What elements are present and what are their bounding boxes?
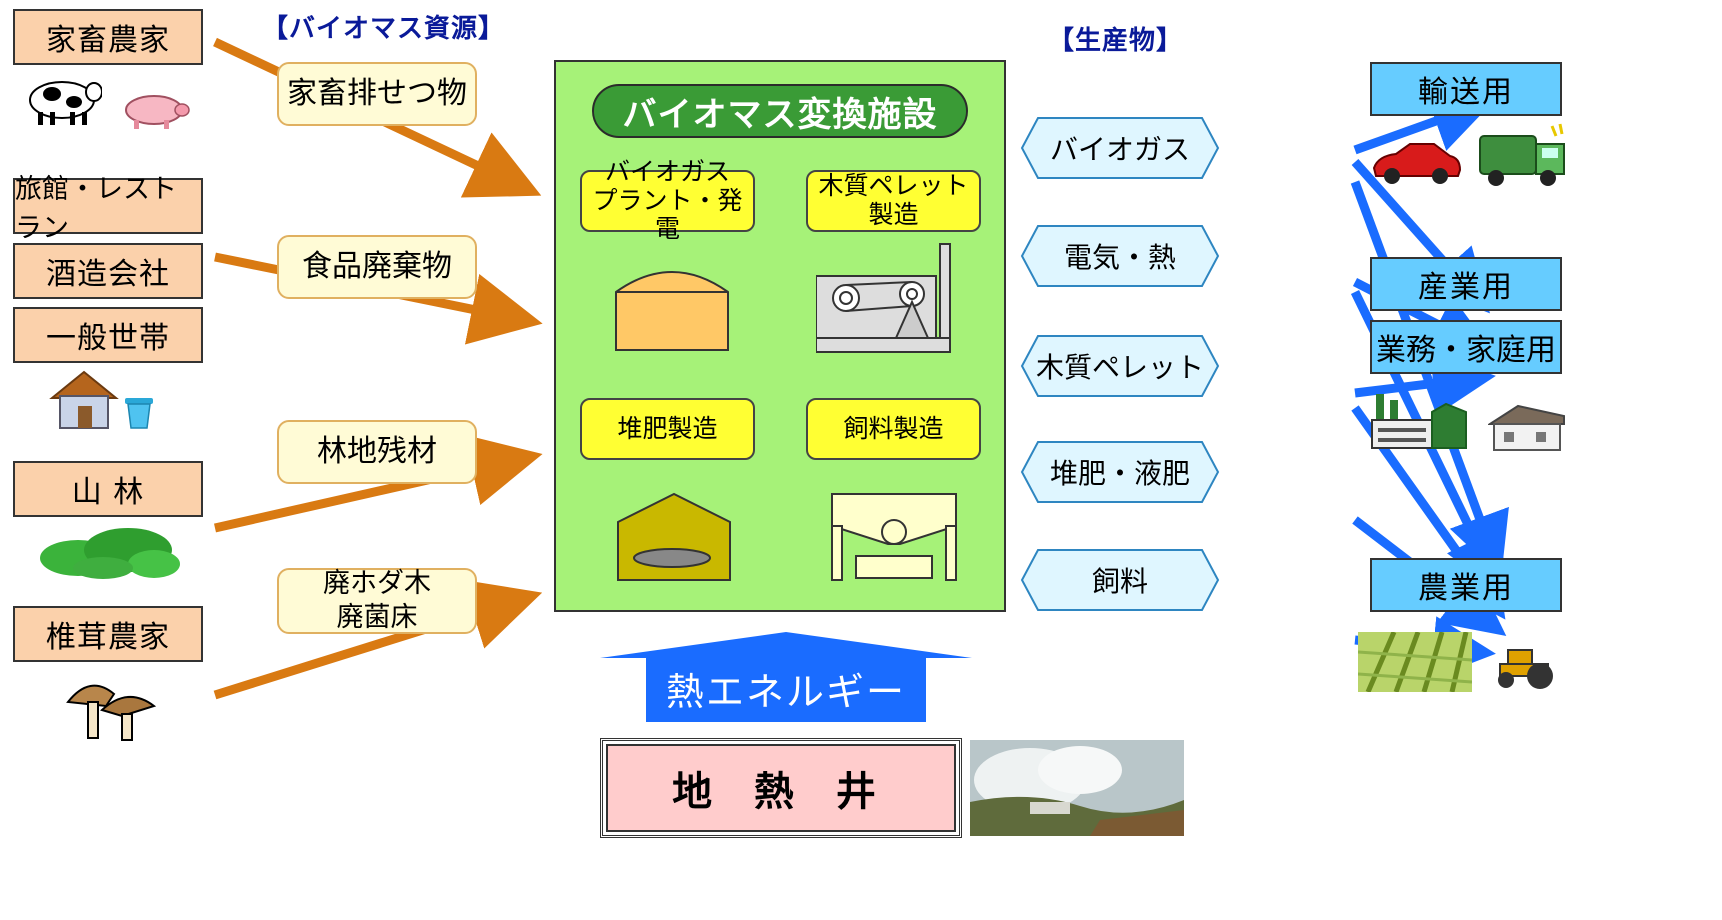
product-hexagon [1020,117,1220,179]
product-hexagon [1020,225,1220,287]
house-icon [49,370,119,429]
product-hexagon [1020,549,1220,611]
farm-field-icon [1358,632,1472,692]
geothermal-well: 地 熱 井 [600,738,962,838]
cow-icon [29,81,102,125]
products-header: 【生産物】 [1048,26,1184,56]
product-electricity-heat: 電気・熱 [1020,224,1220,288]
resource-livestock-manure: 家畜排せつ物 [277,62,477,126]
product-biogas: バイオガス [1020,116,1220,180]
forest-icon [40,528,180,579]
factory-icon [1371,394,1467,449]
source-inn-restaurant: 旅館・レストラン [13,174,203,244]
product-hexagon [1020,335,1220,397]
pig-icon [125,95,190,129]
car-icon [1372,143,1462,184]
product-hexagon [1020,441,1220,503]
resource-mushroom-waste: 廃ホダ木 廃菌床 [277,568,477,634]
destination-business-home: 業務・家庭用 [1370,320,1562,374]
source-shiitake-farmer: 椎茸農家 [13,606,203,662]
digester-tank-icon [615,271,729,351]
resource-food-waste: 食品廃棄物 [277,235,477,299]
destination-agriculture: 農業用 [1370,558,1562,612]
plant-title: バイオマス変換施設 [592,84,968,138]
garbage-truck-icon [1479,123,1565,186]
source-forest: 山 林 [13,461,203,517]
product-label: バイオガス [1049,133,1190,166]
process-wood-pellet: 木質ペレット 製造 [806,170,981,232]
source-household: 一般世帯 [13,307,203,363]
destination-transport: 輸送用 [1370,62,1562,116]
process-biogas-plant: バイオガス プラント・発電 [580,157,755,243]
arrow-pellet-home [1354,352,1496,415]
feed-mixer-icon [831,493,957,581]
compost-shed-icon [617,492,731,581]
shiitake-mushroom-icon [66,684,157,741]
product-label: 電気・熱 [1063,241,1176,274]
geothermal-photo [970,740,1184,836]
product-wood-pellet: 木質ペレット [1020,334,1220,398]
source-brewery: 酒造会社 [13,243,203,299]
destination-industry: 産業用 [1370,257,1562,311]
source-livestock-farmer: 家畜農家 [13,9,203,65]
resources-header: 【バイオマス資源】 [262,14,506,44]
product-label: 堆肥・液肥 [1049,457,1190,490]
pellet-machine-icon [816,243,951,353]
product-label: 飼料 [1091,565,1148,598]
heat-energy-arrow [600,632,972,722]
home-icon [1488,404,1565,451]
trash-bin-icon [125,398,153,429]
product-label: 木質ペレット [1035,351,1204,384]
process-feed: 飼料製造 [806,398,981,460]
heat-energy-label: 熱エネルギー [665,669,906,714]
product-feed: 飼料 [1020,548,1220,612]
resource-forest-residue: 林地残材 [277,420,477,484]
tractor-icon [1498,649,1553,689]
product-compost-liquid-fertilizer: 堆肥・液肥 [1020,440,1220,504]
process-compost: 堆肥製造 [580,398,755,460]
